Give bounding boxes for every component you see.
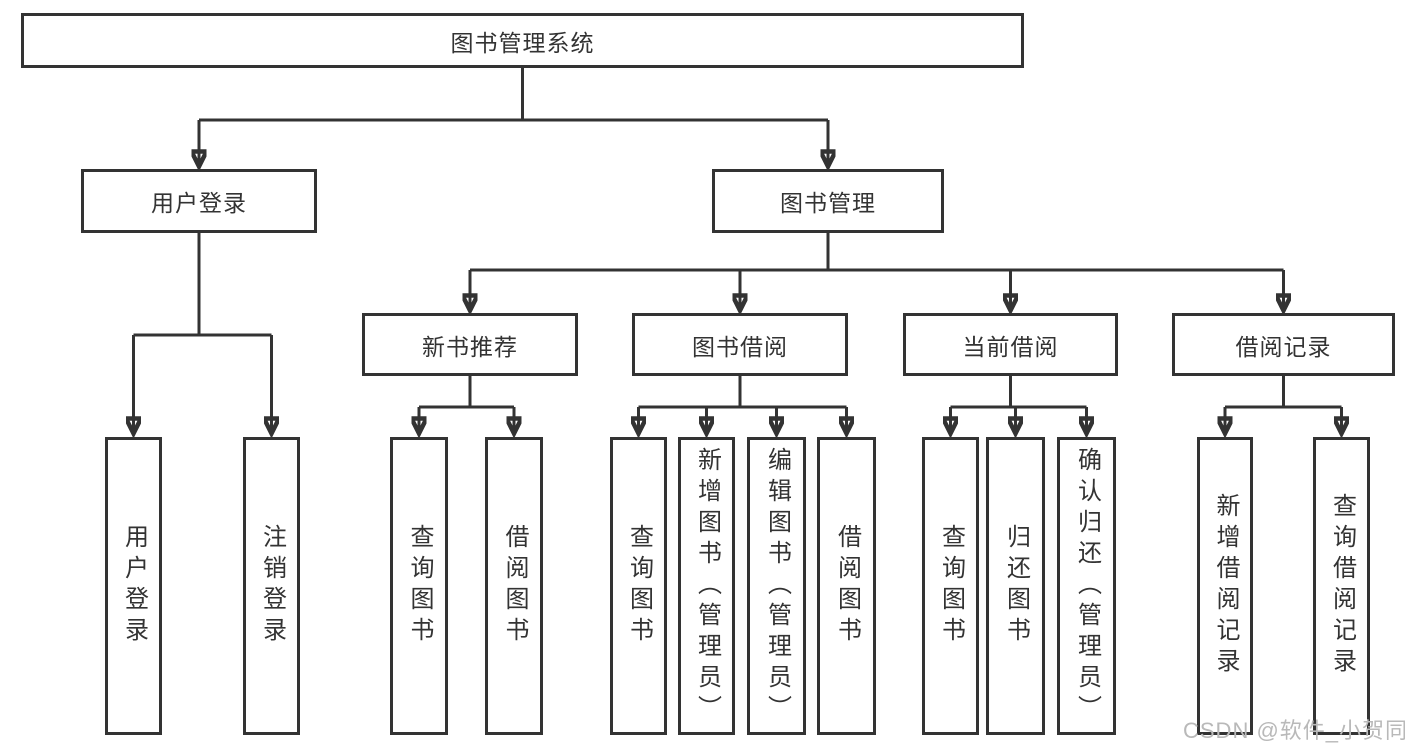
node-user-login-group: 用户登录 [81,169,317,233]
node-label: 新增图书（管理员） [693,446,721,726]
leaf-query-books-borrowing: 查询图书 [610,437,667,735]
leaf-add-books-admin: 新增图书（管理员） [678,437,735,735]
leaf-logout: 注销登录 [243,437,300,735]
node-library-management-system: 图书管理系统 [21,13,1024,68]
connectors-current-borrowing-to-leaves [951,376,1087,432]
node-label: 查询借阅记录 [1328,493,1356,679]
leaf-edit-books-admin: 编辑图书（管理员） [747,437,806,735]
leaf-query-books-current: 查询图书 [922,437,979,735]
leaf-query-books-recommend: 查询图书 [390,437,448,735]
node-label: 查询图书 [937,524,965,648]
node-label: 注销登录 [258,524,286,648]
connectors-book-borrowing-to-leaves [639,376,847,432]
node-label: 图书管理 [780,190,876,216]
node-label: 用户登录 [120,524,148,648]
node-label: 用户登录 [151,190,247,216]
leaf-return-books: 归还图书 [986,437,1045,735]
connectors-borrowing-records-to-leaves [1225,376,1342,432]
node-label: 借阅图书 [501,524,528,648]
node-label: 当前借阅 [962,333,1059,360]
connectors-root-to-level2 [199,68,828,165]
node-label: 借阅记录 [1235,333,1332,360]
node-label: 图书管理系统 [450,29,595,56]
node-current-borrowing: 当前借阅 [903,313,1118,376]
leaf-borrow-books: 借阅图书 [817,437,876,735]
node-new-book-recommend: 新书推荐 [362,313,578,376]
node-borrowing-records: 借阅记录 [1172,313,1395,376]
node-book-borrowing: 图书借阅 [632,313,848,376]
node-label: 图书借阅 [692,333,788,360]
node-label: 归还图书 [1002,524,1030,648]
node-book-management: 图书管理 [712,169,944,233]
leaf-user-login: 用户登录 [105,437,162,735]
node-label: 借阅图书 [833,524,861,648]
leaf-query-borrow-record: 查询借阅记录 [1313,437,1370,735]
connectors-book-management-to-level3 [470,233,1284,309]
node-label: 编辑图书（管理员） [763,446,791,726]
connectors-user-login-to-leaves [134,233,272,432]
node-label: 新增借阅记录 [1212,493,1239,679]
node-label: 确认归还（管理员） [1073,446,1101,726]
node-label: 查询图书 [625,524,653,648]
node-label: 新书推荐 [422,333,518,360]
leaf-borrow-books-recommend: 借阅图书 [485,437,543,735]
leaf-confirm-return-admin: 确认归还（管理员） [1057,437,1116,735]
leaf-add-borrow-record: 新增借阅记录 [1197,437,1253,735]
connectors-new-book-recommend-to-leaves [419,376,514,432]
watermark: CSDN @软件_小贺同学 [1183,718,1405,743]
node-label: 查询图书 [406,524,433,648]
